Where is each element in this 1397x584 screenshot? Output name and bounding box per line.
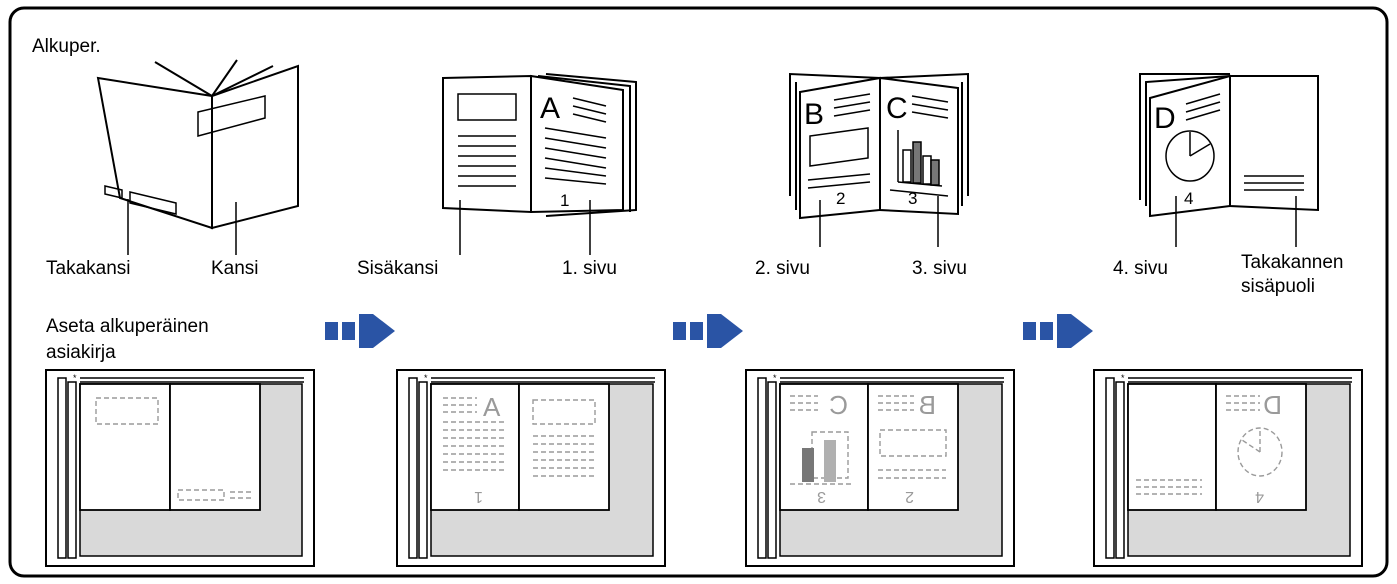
booklet-spread-page2-page3 [789, 72, 969, 247]
instruction-line-2: asiakirja [46, 342, 116, 363]
letter-b: B [804, 98, 824, 131]
svg-text:*: * [773, 373, 777, 383]
label-back-cover: Takakansi [46, 258, 131, 279]
label-page-1: 1. sivu [562, 258, 617, 279]
booklet-spread-page4-inside-back [1139, 73, 1319, 247]
arrow-step-2 [673, 314, 743, 348]
scanner-glass-1: * [45, 369, 315, 567]
svg-text:1: 1 [474, 488, 483, 505]
letter-c: C [886, 92, 908, 125]
booklet-original [96, 59, 299, 255]
svg-text:*: * [73, 373, 77, 383]
svg-text:A: A [483, 392, 501, 422]
scanner-glass-2: * A 1 [396, 369, 666, 567]
svg-text:3: 3 [817, 488, 826, 505]
scanner-glass-4: * D 4 [1093, 369, 1363, 567]
letter-a: A [540, 92, 560, 125]
label-page-3: 3. sivu [912, 258, 967, 279]
page-number-1: 1 [560, 191, 569, 210]
page-number-2: 2 [836, 189, 845, 208]
original-label: Alkuper. [32, 36, 101, 57]
letter-d: D [1154, 102, 1176, 135]
label-page-4: 4. sivu [1113, 258, 1168, 279]
scanner-glass-3: * C 3 B 2 [745, 369, 1015, 567]
outer-frame [8, 6, 1389, 578]
label-page-2: 2. sivu [755, 258, 810, 279]
label-inside-cover: Sisäkansi [357, 258, 438, 279]
svg-text:4: 4 [1255, 488, 1264, 505]
svg-text:C: C [829, 390, 848, 420]
svg-text:*: * [1121, 373, 1125, 383]
booklet-spread-inside-cover-page1 [442, 73, 637, 255]
instruction-line-1: Aseta alkuperäinen [46, 316, 209, 337]
svg-text:D: D [1263, 390, 1282, 420]
label-inside-back-cover-line1: Takakannen [1241, 252, 1343, 273]
svg-text:B: B [919, 390, 936, 420]
page-number-4: 4 [1184, 189, 1193, 208]
svg-text:2: 2 [905, 488, 914, 505]
arrow-step-1 [325, 314, 395, 348]
svg-text:*: * [424, 373, 428, 383]
label-inside-back-cover-line2: sisäpuoli [1241, 276, 1315, 297]
label-front-cover: Kansi [211, 258, 259, 279]
arrow-step-3 [1023, 314, 1093, 348]
page-number-3: 3 [908, 189, 917, 208]
